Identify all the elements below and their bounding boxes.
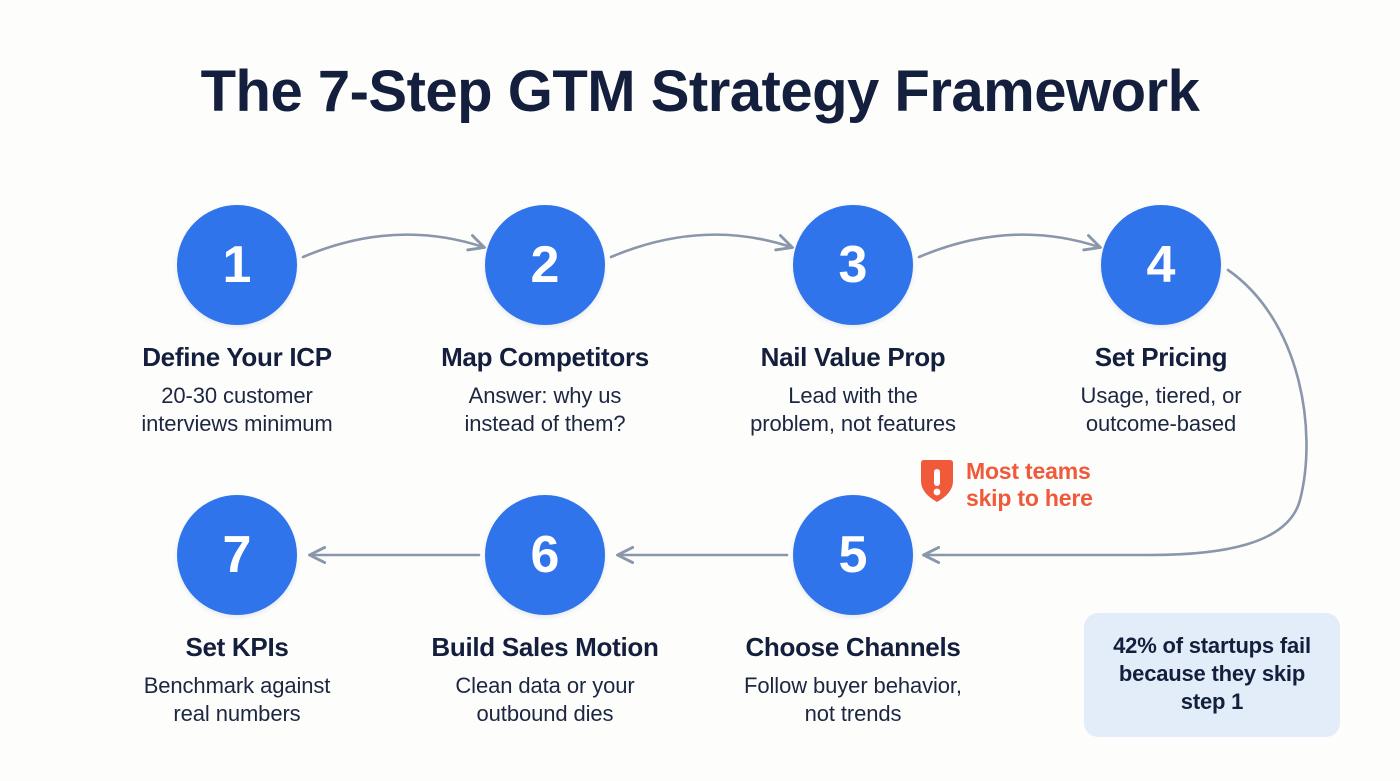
step-circle-7[interactable]: 7: [177, 495, 297, 615]
step-desc-4: Usage, tiered, or outcome-based: [1080, 382, 1242, 437]
step-node-3[interactable]: 3 Nail Value Prop Lead with the problem,…: [703, 205, 1003, 438]
step-desc-3: Lead with the problem, not features: [750, 382, 956, 437]
warning-callout-text: Most teams skip to here: [966, 458, 1093, 512]
stat-callout-box: 42% of startups fail because they skip s…: [1084, 613, 1340, 738]
step-number-6: 6: [530, 526, 560, 584]
step-circle-1[interactable]: 1: [177, 205, 297, 325]
step-title-2: Map Competitors: [441, 342, 649, 372]
step-node-7[interactable]: 7 Set KPIs Benchmark against real number…: [87, 495, 387, 728]
step-title-1: Define Your ICP: [142, 342, 332, 372]
step-title-7: Set KPIs: [185, 632, 289, 662]
step-desc-1: 20-30 customer interviews minimum: [141, 382, 333, 437]
shield-exclamation-icon: [921, 460, 953, 502]
step-title-6: Build Sales Motion: [431, 632, 659, 662]
step-title-5: Choose Channels: [745, 632, 961, 662]
step-desc-6: Clean data or your outbound dies: [455, 672, 635, 727]
step-title-3: Nail Value Prop: [760, 342, 946, 372]
step-number-1: 1: [222, 236, 252, 294]
step-circle-3[interactable]: 3: [793, 205, 913, 325]
step-number-7: 7: [222, 526, 252, 584]
step-desc-7: Benchmark against real numbers: [143, 672, 331, 727]
step-desc-5: Follow buyer behavior, not trends: [744, 672, 962, 727]
step-number-3: 3: [838, 236, 868, 294]
step-node-2[interactable]: 2 Map Competitors Answer: why us instead…: [395, 205, 695, 438]
step-circle-4[interactable]: 4: [1101, 205, 1221, 325]
step-number-5: 5: [838, 526, 868, 584]
step-title-4: Set Pricing: [1094, 342, 1228, 372]
step-node-4[interactable]: 4 Set Pricing Usage, tiered, or outcome-…: [1011, 205, 1311, 438]
step-number-2: 2: [530, 236, 560, 294]
step-circle-6[interactable]: 6: [485, 495, 605, 615]
step-circle-5[interactable]: 5: [793, 495, 913, 615]
step-node-1[interactable]: 1 Define Your ICP 20-30 customer intervi…: [87, 205, 387, 438]
step-desc-2: Answer: why us instead of them?: [464, 382, 626, 437]
step-number-4: 4: [1146, 236, 1176, 294]
step-node-5[interactable]: 5 Choose Channels Follow buyer behavior,…: [703, 495, 1003, 728]
step-circle-2[interactable]: 2: [485, 205, 605, 325]
page-title: The 7-Step GTM Strategy Framework: [200, 59, 1200, 124]
warning-callout: Most teams skip to here: [918, 458, 1093, 512]
step-node-6[interactable]: 6 Build Sales Motion Clean data or your …: [395, 495, 695, 728]
